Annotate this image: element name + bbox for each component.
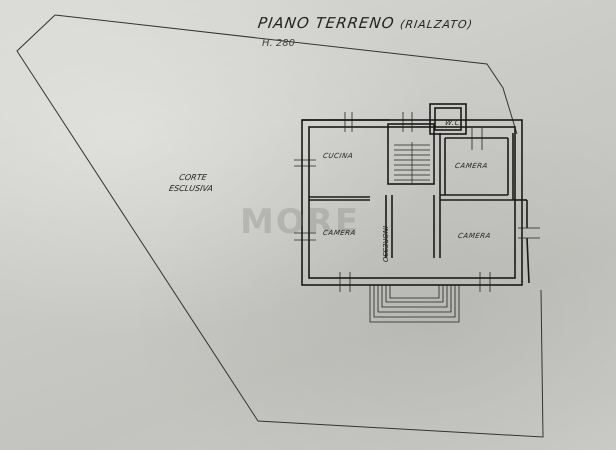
ceiling-height-label: H. 280 [262, 38, 295, 49]
room-label-bedroom-e: CAMERA [457, 232, 492, 240]
windows [294, 112, 540, 292]
room-label-bedroom-ne: CAMERA [454, 162, 489, 170]
room-label-entrance: INGRESSO [381, 226, 389, 263]
plan-title-main: PIANO TERRENO [256, 14, 396, 32]
watermark: MORE [240, 202, 361, 242]
plan-title-sub: (RIALZATO) [399, 18, 474, 31]
outside-area-line2: ESCLUSIVA [168, 184, 214, 193]
property-boundary-left [16, 14, 544, 438]
property-boundary [54, 14, 518, 135]
building-walls [301, 103, 530, 286]
outside-area-line1: CORTE [178, 173, 208, 182]
room-label-kitchen: CUCINA [322, 152, 354, 160]
room-label-bedroom-w: CAMERA [322, 229, 357, 237]
entrance-steps [369, 285, 460, 323]
outside-area-label: CORTE ESCLUSIVA [168, 172, 216, 194]
room-label-wc: W.C. [444, 119, 464, 127]
plan-title: PIANO TERRENO (RIALZATO) [257, 14, 475, 32]
stairs [394, 142, 430, 183]
